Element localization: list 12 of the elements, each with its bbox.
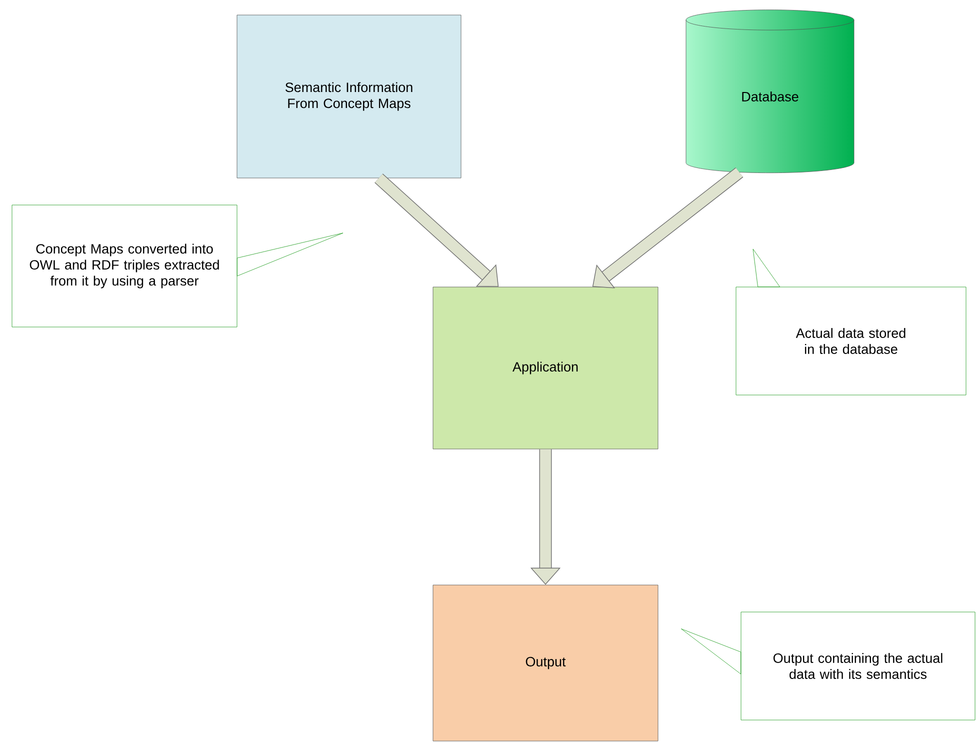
database-cylinder: Database (686, 10, 854, 174)
process-box: Application (432, 286, 658, 450)
output-box: Output (432, 584, 658, 742)
callout-tail (752, 248, 780, 287)
callout-box: Concept Maps converted into OWL and RDF triples extracted from it by using a parser (12, 204, 238, 328)
callout-box: Output containing the actual data with its semantics (740, 612, 976, 720)
info-box: Semantic Information From Concept Maps (236, 14, 462, 178)
block-arrow (592, 167, 744, 288)
callout-tail (237, 232, 344, 276)
callout-box: Actual data stored in the database (736, 286, 966, 396)
callout-tail (681, 628, 741, 674)
block-arrow (374, 174, 499, 287)
